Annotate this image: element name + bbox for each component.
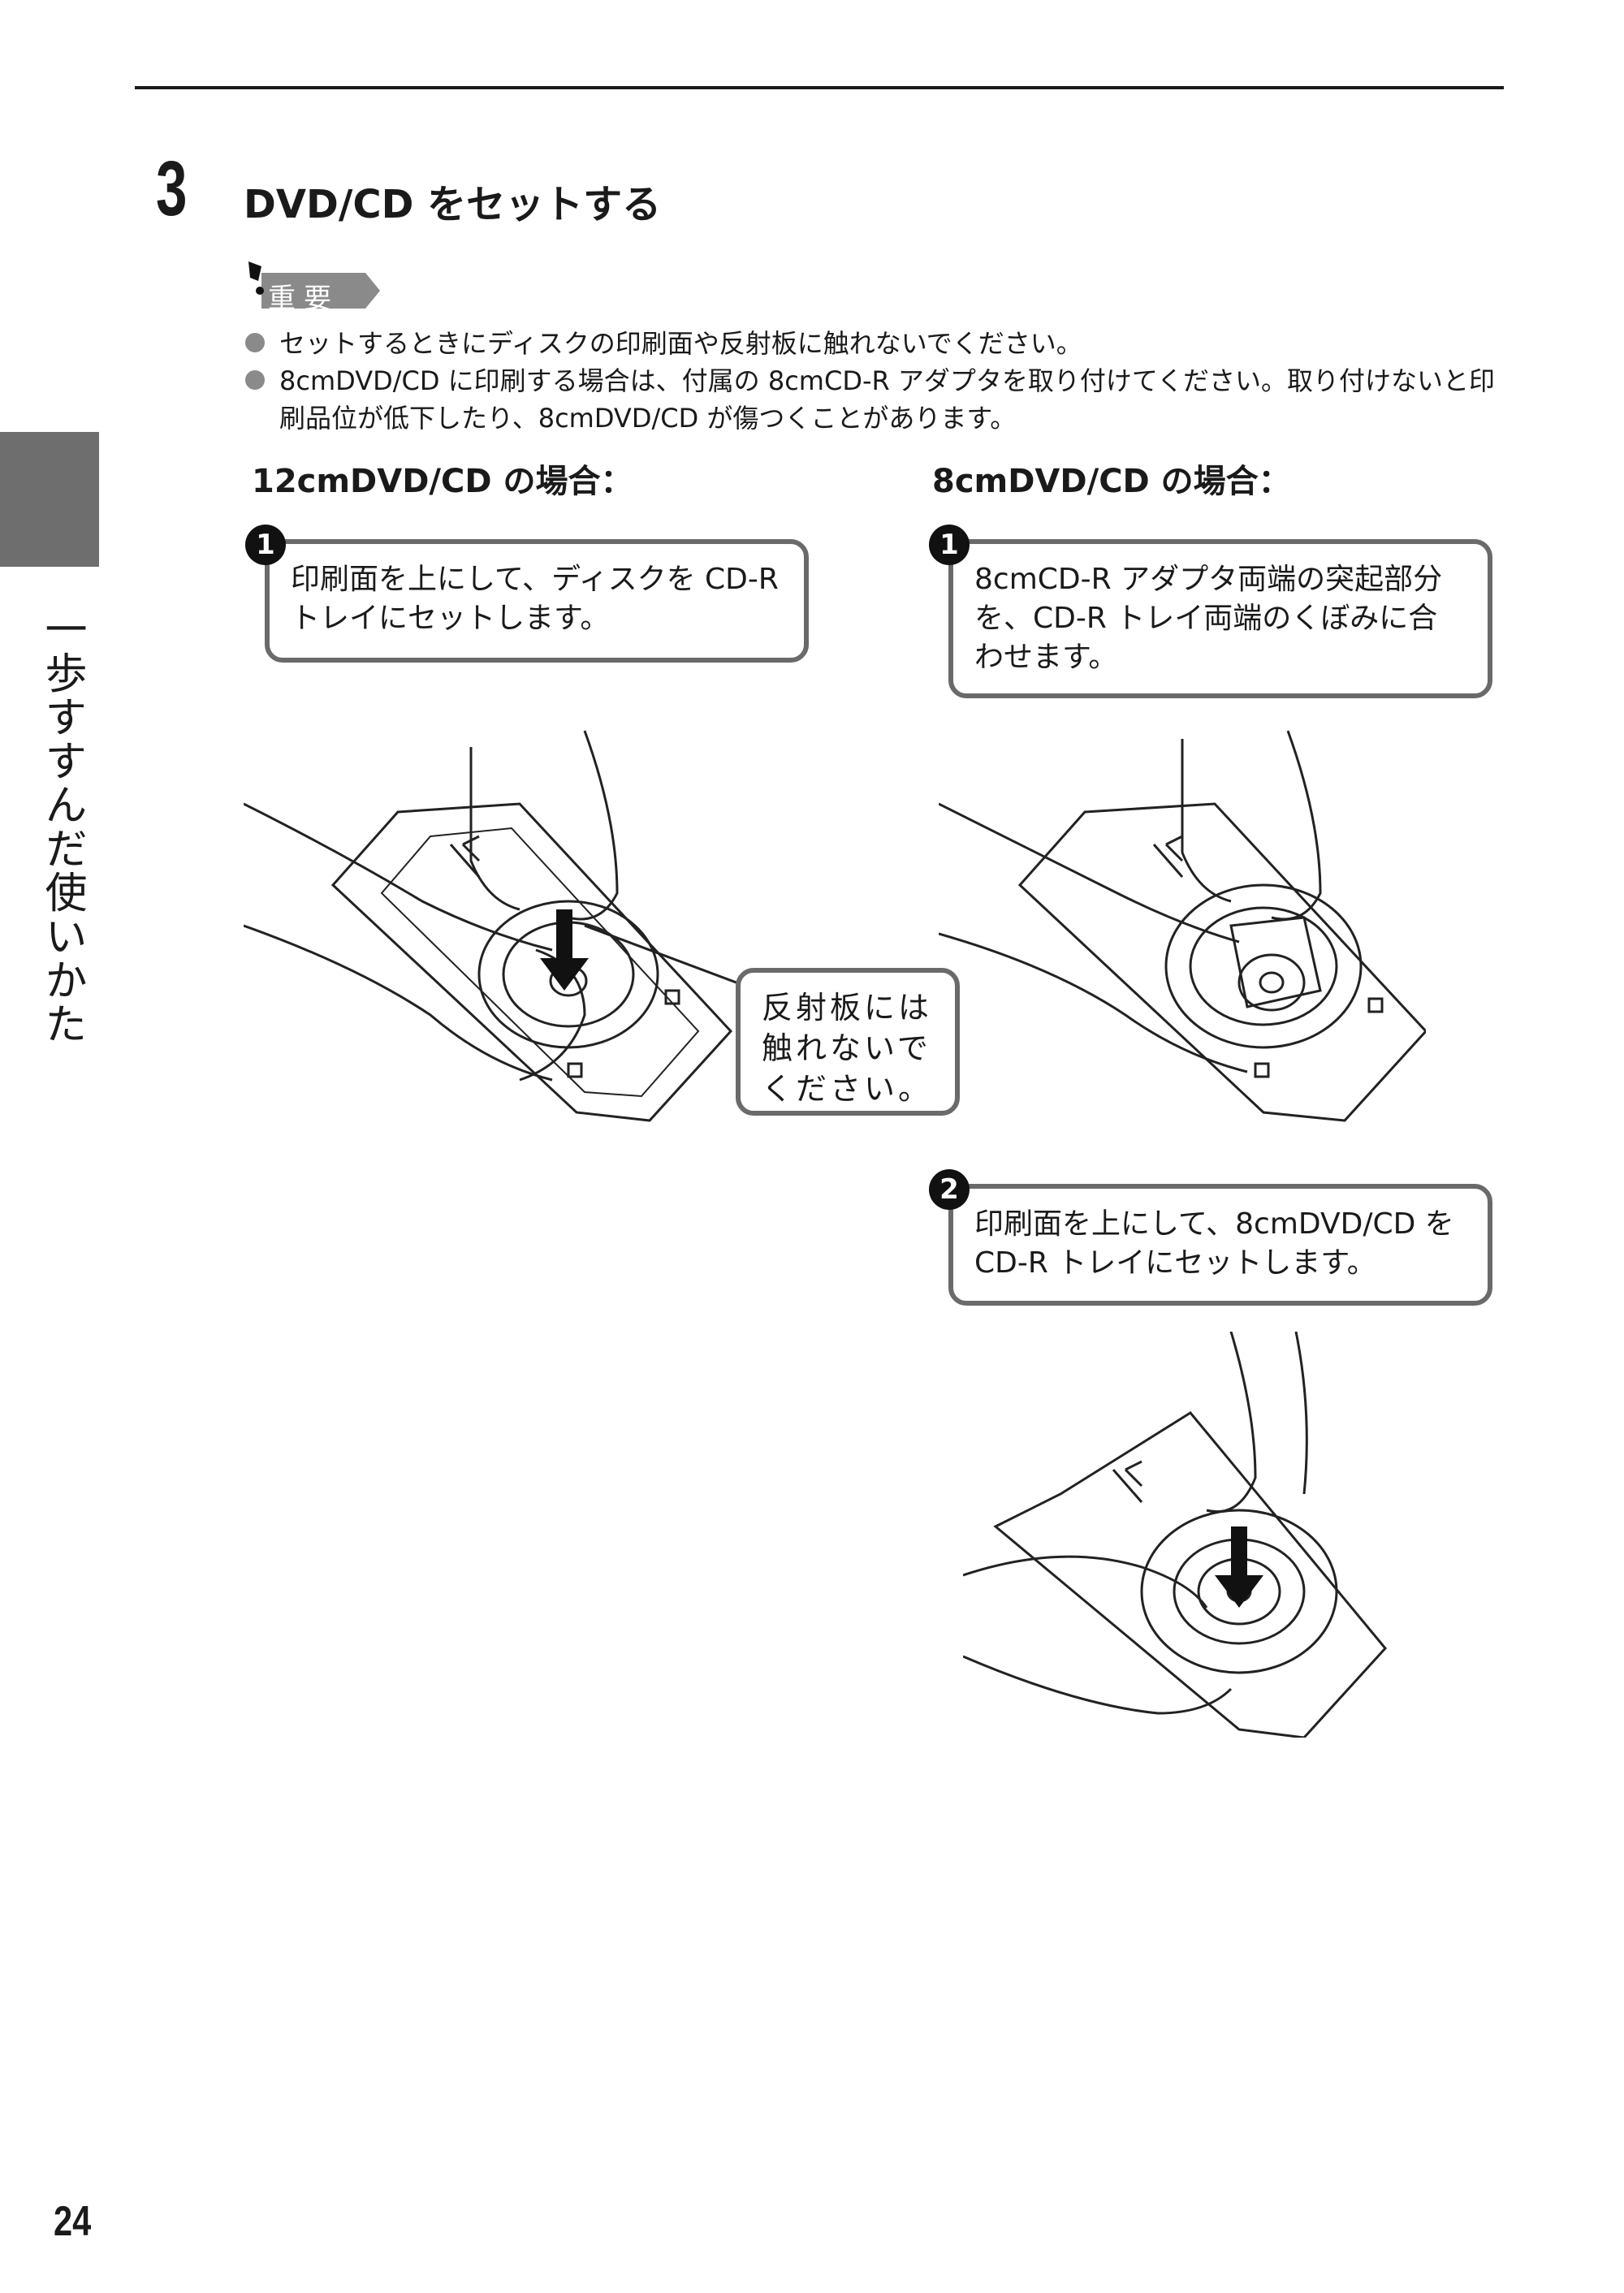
right-step1-callout: 8cmCD-R アダプタ両端の突起部分を、CD-R トレイ両端のくぼみに合わせま… — [948, 539, 1492, 698]
header-rule — [135, 86, 1504, 89]
note-text: セットするときにディスクの印刷面や反射板に触れないでください。 — [279, 328, 1082, 359]
section-tab — [0, 432, 99, 567]
step-badge-1: 1 — [929, 525, 970, 565]
note-item: セットするときにディスクの印刷面や反射板に触れないでください。 — [245, 325, 1512, 362]
warning-text: 反射板には触れないでください。 — [762, 990, 933, 1107]
right-step2-callout: 印刷面を上にして、8cmDVD/CD を CD-R トレイにセットします。 — [948, 1184, 1492, 1306]
note-item: 8cmDVD/CD に印刷する場合は、付属の 8cmCD-R アダプタを取り付け… — [245, 362, 1512, 437]
warning-callout: 反射板には触れないでください。 — [736, 968, 960, 1116]
notes-list: セットするときにディスクの印刷面や反射板に触れないでください。 8cmDVD/C… — [245, 325, 1512, 437]
step-badge-2: 2 — [929, 1169, 970, 1210]
page-number: 24 — [54, 2198, 92, 2245]
important-label: 重要 — [268, 283, 339, 315]
left-step1-text: 印刷面を上にして、ディスクを CD-R トレイにセットします。 — [291, 563, 779, 635]
caution-icon — [248, 261, 380, 309]
left-heading: 12cmDVD/CD の場合： — [252, 463, 633, 500]
step-number: 3 — [156, 145, 188, 232]
left-step1-callout: 印刷面を上にして、ディスクを CD-R トレイにセットします。 — [265, 539, 809, 663]
right-heading: 8cmDVD/CD の場合： — [932, 463, 1291, 500]
step-badge-1: 1 — [245, 525, 286, 565]
note-text: 8cmDVD/CD に印刷する場合は、付属の 8cmCD-R アダプタを取り付け… — [279, 365, 1495, 434]
bullet-icon — [245, 370, 265, 390]
adapter-8cm-illustration — [939, 730, 1426, 1122]
right-step2-text: 印刷面を上にして、8cmDVD/CD を CD-R トレイにセットします。 — [974, 1207, 1454, 1280]
bullet-icon — [245, 333, 265, 352]
step-title: DVD/CD をセットする — [244, 182, 662, 227]
section-label: 一歩すすんだ使いかた — [37, 607, 86, 1046]
disc-8cm-illustration — [963, 1332, 1387, 1738]
right-step1-text: 8cmCD-R アダプタ両端の突起部分を、CD-R トレイ両端のくぼみに合わせま… — [974, 563, 1443, 674]
tray-12cm-illustration — [244, 730, 747, 1122]
